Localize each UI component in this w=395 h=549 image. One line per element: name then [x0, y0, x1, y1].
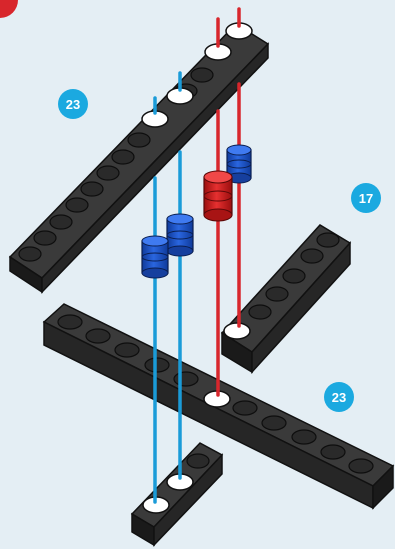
red-axles	[216, 7, 241, 397]
blue-axles	[153, 71, 182, 504]
blue-bushing-upper	[226, 144, 252, 184]
short-beam-bottom	[130, 442, 224, 547]
red-bushing	[203, 170, 233, 222]
beam-length-badge-top: 23	[58, 89, 88, 119]
blue-bushing-right	[166, 213, 194, 257]
blue-bushing-left	[141, 235, 169, 279]
beam-length-badge-bottom: 23	[324, 382, 354, 412]
short-beam-right	[220, 224, 352, 374]
beam-length-badge-right: 17	[351, 183, 381, 213]
long-beam-top	[8, 23, 270, 294]
